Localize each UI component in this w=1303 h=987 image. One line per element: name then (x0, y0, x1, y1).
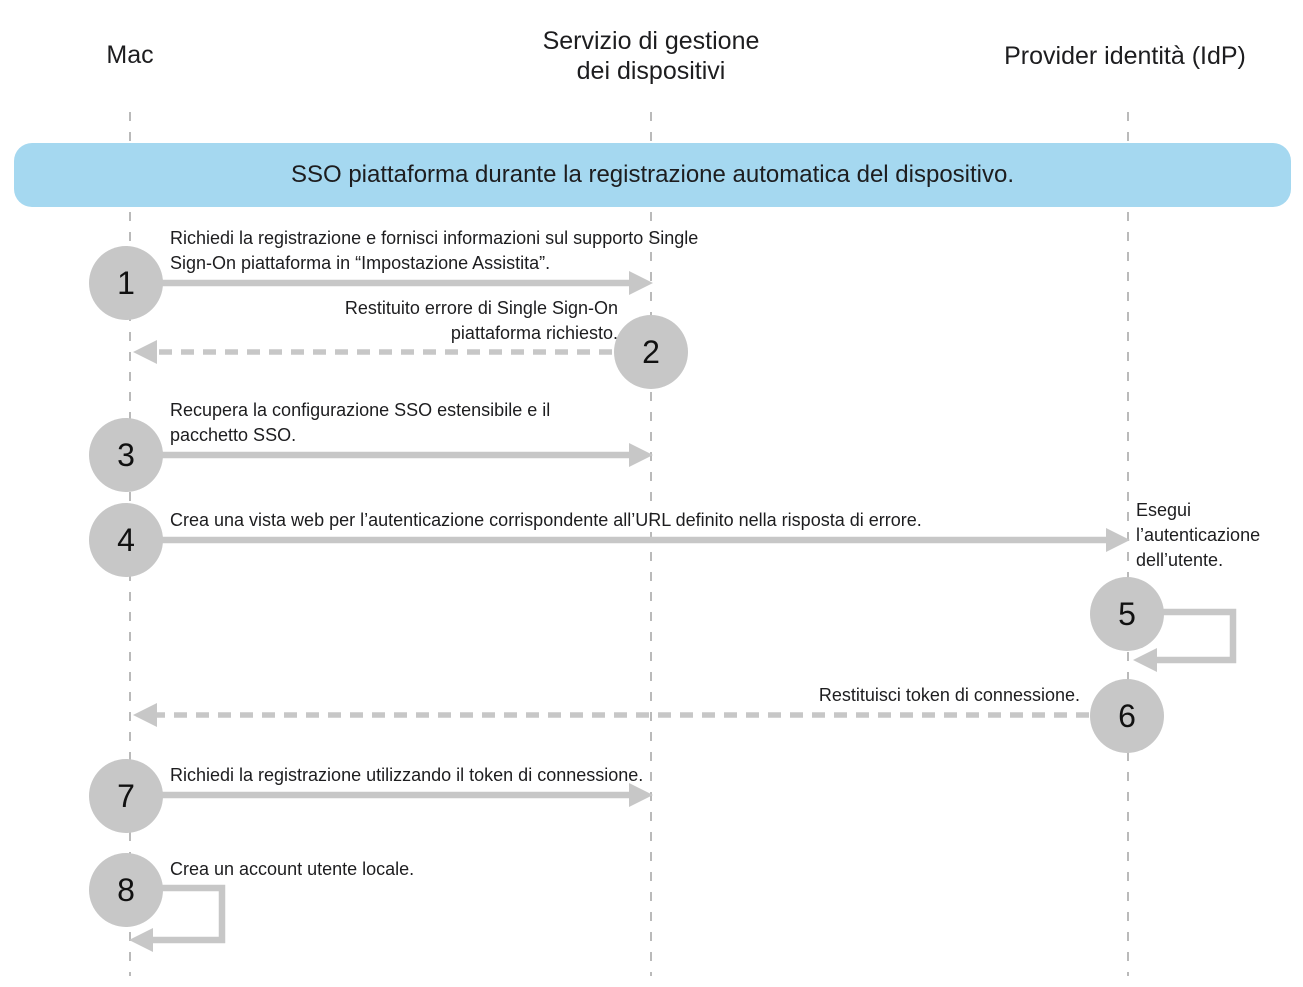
step-number: 5 (1118, 595, 1136, 632)
arrowhead-left-icon (1133, 648, 1157, 672)
actor-idp: Provider identità (IdP) (1004, 42, 1246, 70)
step-number: 2 (642, 333, 660, 370)
step-circle-4: 4 (89, 503, 163, 577)
message-step-5: Esegui l’autenticazione dell’utente. (1136, 500, 1261, 570)
actor-mac: Mac (106, 41, 154, 69)
step-circle-3: 3 (89, 418, 163, 492)
message-step-4: Crea una vista web per l’autenticazione … (170, 510, 922, 530)
step-circle-2: 2 (614, 315, 688, 389)
step-circle-6: 6 (1090, 679, 1164, 753)
self-loop-step-8 (152, 884, 226, 944)
message-step-3: Recupera la configurazione SSO estensibi… (170, 400, 551, 445)
message-step-1: Richiedi la registrazione e fornisci inf… (170, 228, 699, 273)
message-step-7: Richiedi la registrazione utilizzando il… (170, 765, 644, 785)
arrowhead-right-icon (1106, 528, 1130, 552)
message-step-2: Restituito errore di Single Sign-On piat… (344, 298, 618, 343)
arrowhead-right-icon (629, 271, 653, 295)
step-number: 1 (117, 264, 135, 301)
step-number: 4 (117, 521, 135, 558)
arrowhead-left-icon (133, 340, 157, 364)
actor-mdm-service: Servizio di gestione dei dispositivi (542, 27, 760, 85)
arrowhead-right-icon (629, 443, 653, 467)
step-circle-8: 8 (89, 853, 163, 927)
step-circle-5: 5 (1090, 577, 1164, 651)
arrowhead-left-icon (129, 928, 153, 952)
message-step-8: Crea un account utente locale. (170, 859, 415, 879)
step-circle-7: 7 (89, 759, 163, 833)
step-circle-1: 1 (89, 246, 163, 320)
arrowhead-left-icon (133, 703, 157, 727)
step-number: 3 (117, 436, 135, 473)
step-number: 8 (117, 871, 135, 908)
diagram-title-banner: SSO piattaforma durante la registrazione… (14, 143, 1291, 207)
message-step-6: Restituisci token di connessione. (818, 685, 1080, 705)
step-number: 6 (1118, 697, 1136, 734)
step-number: 7 (117, 777, 135, 814)
self-loop-step-5 (1156, 608, 1237, 664)
diagram-title: SSO piattaforma durante la registrazione… (290, 161, 1015, 188)
arrowhead-right-icon (629, 783, 653, 807)
